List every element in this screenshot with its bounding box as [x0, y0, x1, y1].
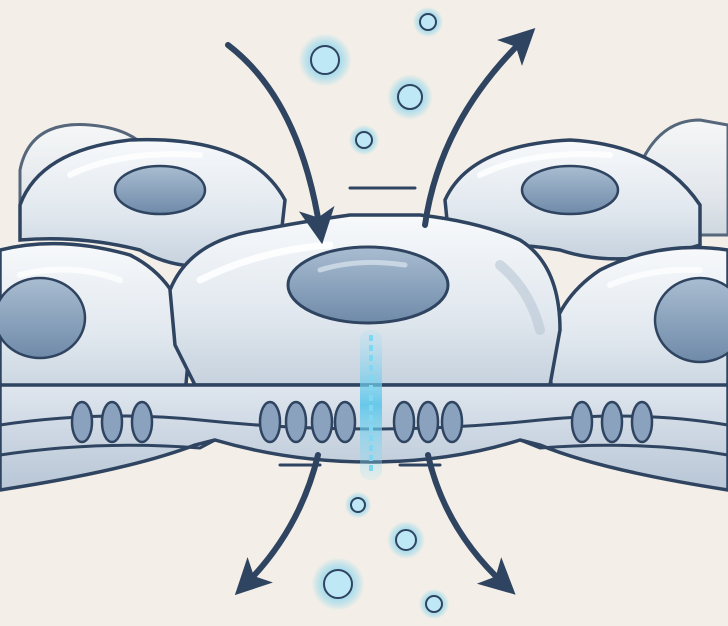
- junction-oval: [102, 402, 122, 442]
- junction-oval: [335, 402, 355, 442]
- junction-oval: [572, 402, 592, 442]
- paracellular-channel: [360, 330, 382, 480]
- junction-oval: [132, 402, 152, 442]
- far-right-cell: [548, 248, 728, 401]
- nucleus: [522, 166, 618, 214]
- junction-oval: [418, 402, 438, 442]
- ion-particle: [351, 498, 365, 512]
- nucleus: [115, 166, 205, 214]
- far-left-cell: [0, 244, 190, 400]
- junction-oval: [442, 402, 462, 442]
- junction-oval: [72, 402, 92, 442]
- junction-oval: [286, 402, 306, 442]
- ion-particle: [420, 14, 436, 30]
- junction-oval: [312, 402, 332, 442]
- ion-particle: [396, 530, 416, 550]
- junction-oval: [394, 402, 414, 442]
- junction-oval: [602, 402, 622, 442]
- ion-particle: [356, 132, 372, 148]
- junction-oval: [632, 402, 652, 442]
- arrow-down-right-icon: [428, 455, 505, 585]
- ion-particle: [398, 85, 422, 109]
- nucleus: [0, 278, 85, 358]
- ion-particle: [311, 46, 339, 74]
- ion-particle: [426, 596, 442, 612]
- ion-particle: [324, 570, 352, 598]
- junction-oval: [260, 402, 280, 442]
- arrow-down-left-icon: [245, 455, 318, 585]
- central-nucleus: [288, 247, 448, 323]
